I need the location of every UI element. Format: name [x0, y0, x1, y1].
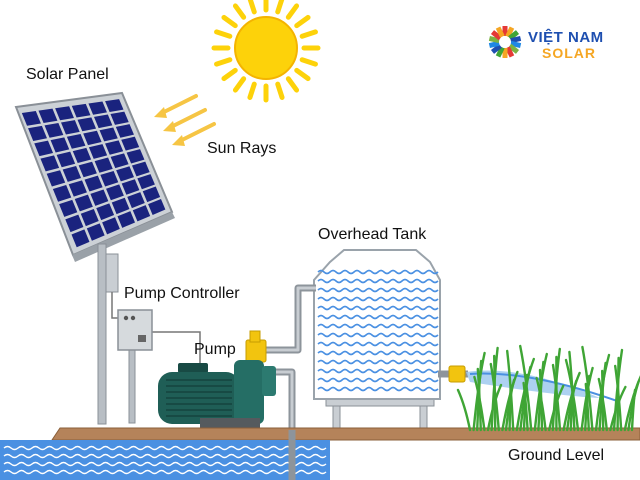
sun-icon: [211, 0, 321, 103]
solar-panel: [14, 91, 175, 262]
sun-ray-arrows: [154, 94, 216, 146]
overhead-tank: [313, 249, 441, 429]
panel-wire: [111, 292, 118, 319]
pump: [158, 360, 276, 428]
label-sun-rays: Sun Rays: [207, 140, 277, 157]
brand-logo-icon: [488, 26, 522, 58]
controller-wire: [150, 331, 201, 368]
ground-strip: [51, 427, 640, 441]
label-ground-level: Ground Level: [508, 447, 605, 464]
brand-tagline: SOLAR: [542, 45, 596, 61]
brand-name: VIỆT NAM: [528, 29, 604, 46]
grass: [456, 344, 640, 432]
label-pump: Pump: [194, 341, 236, 358]
junction-box: [105, 253, 119, 293]
pipe-fittings: [245, 330, 466, 383]
label-pump-controller: Pump Controller: [124, 285, 240, 302]
water-spray: [466, 370, 600, 398]
pump-controller-box: [117, 309, 153, 424]
water-source: [0, 440, 330, 480]
label-overhead-tank: Overhead Tank: [318, 226, 427, 243]
panel-pole: [97, 243, 107, 425]
label-solar-panel: Solar Panel: [26, 66, 109, 83]
